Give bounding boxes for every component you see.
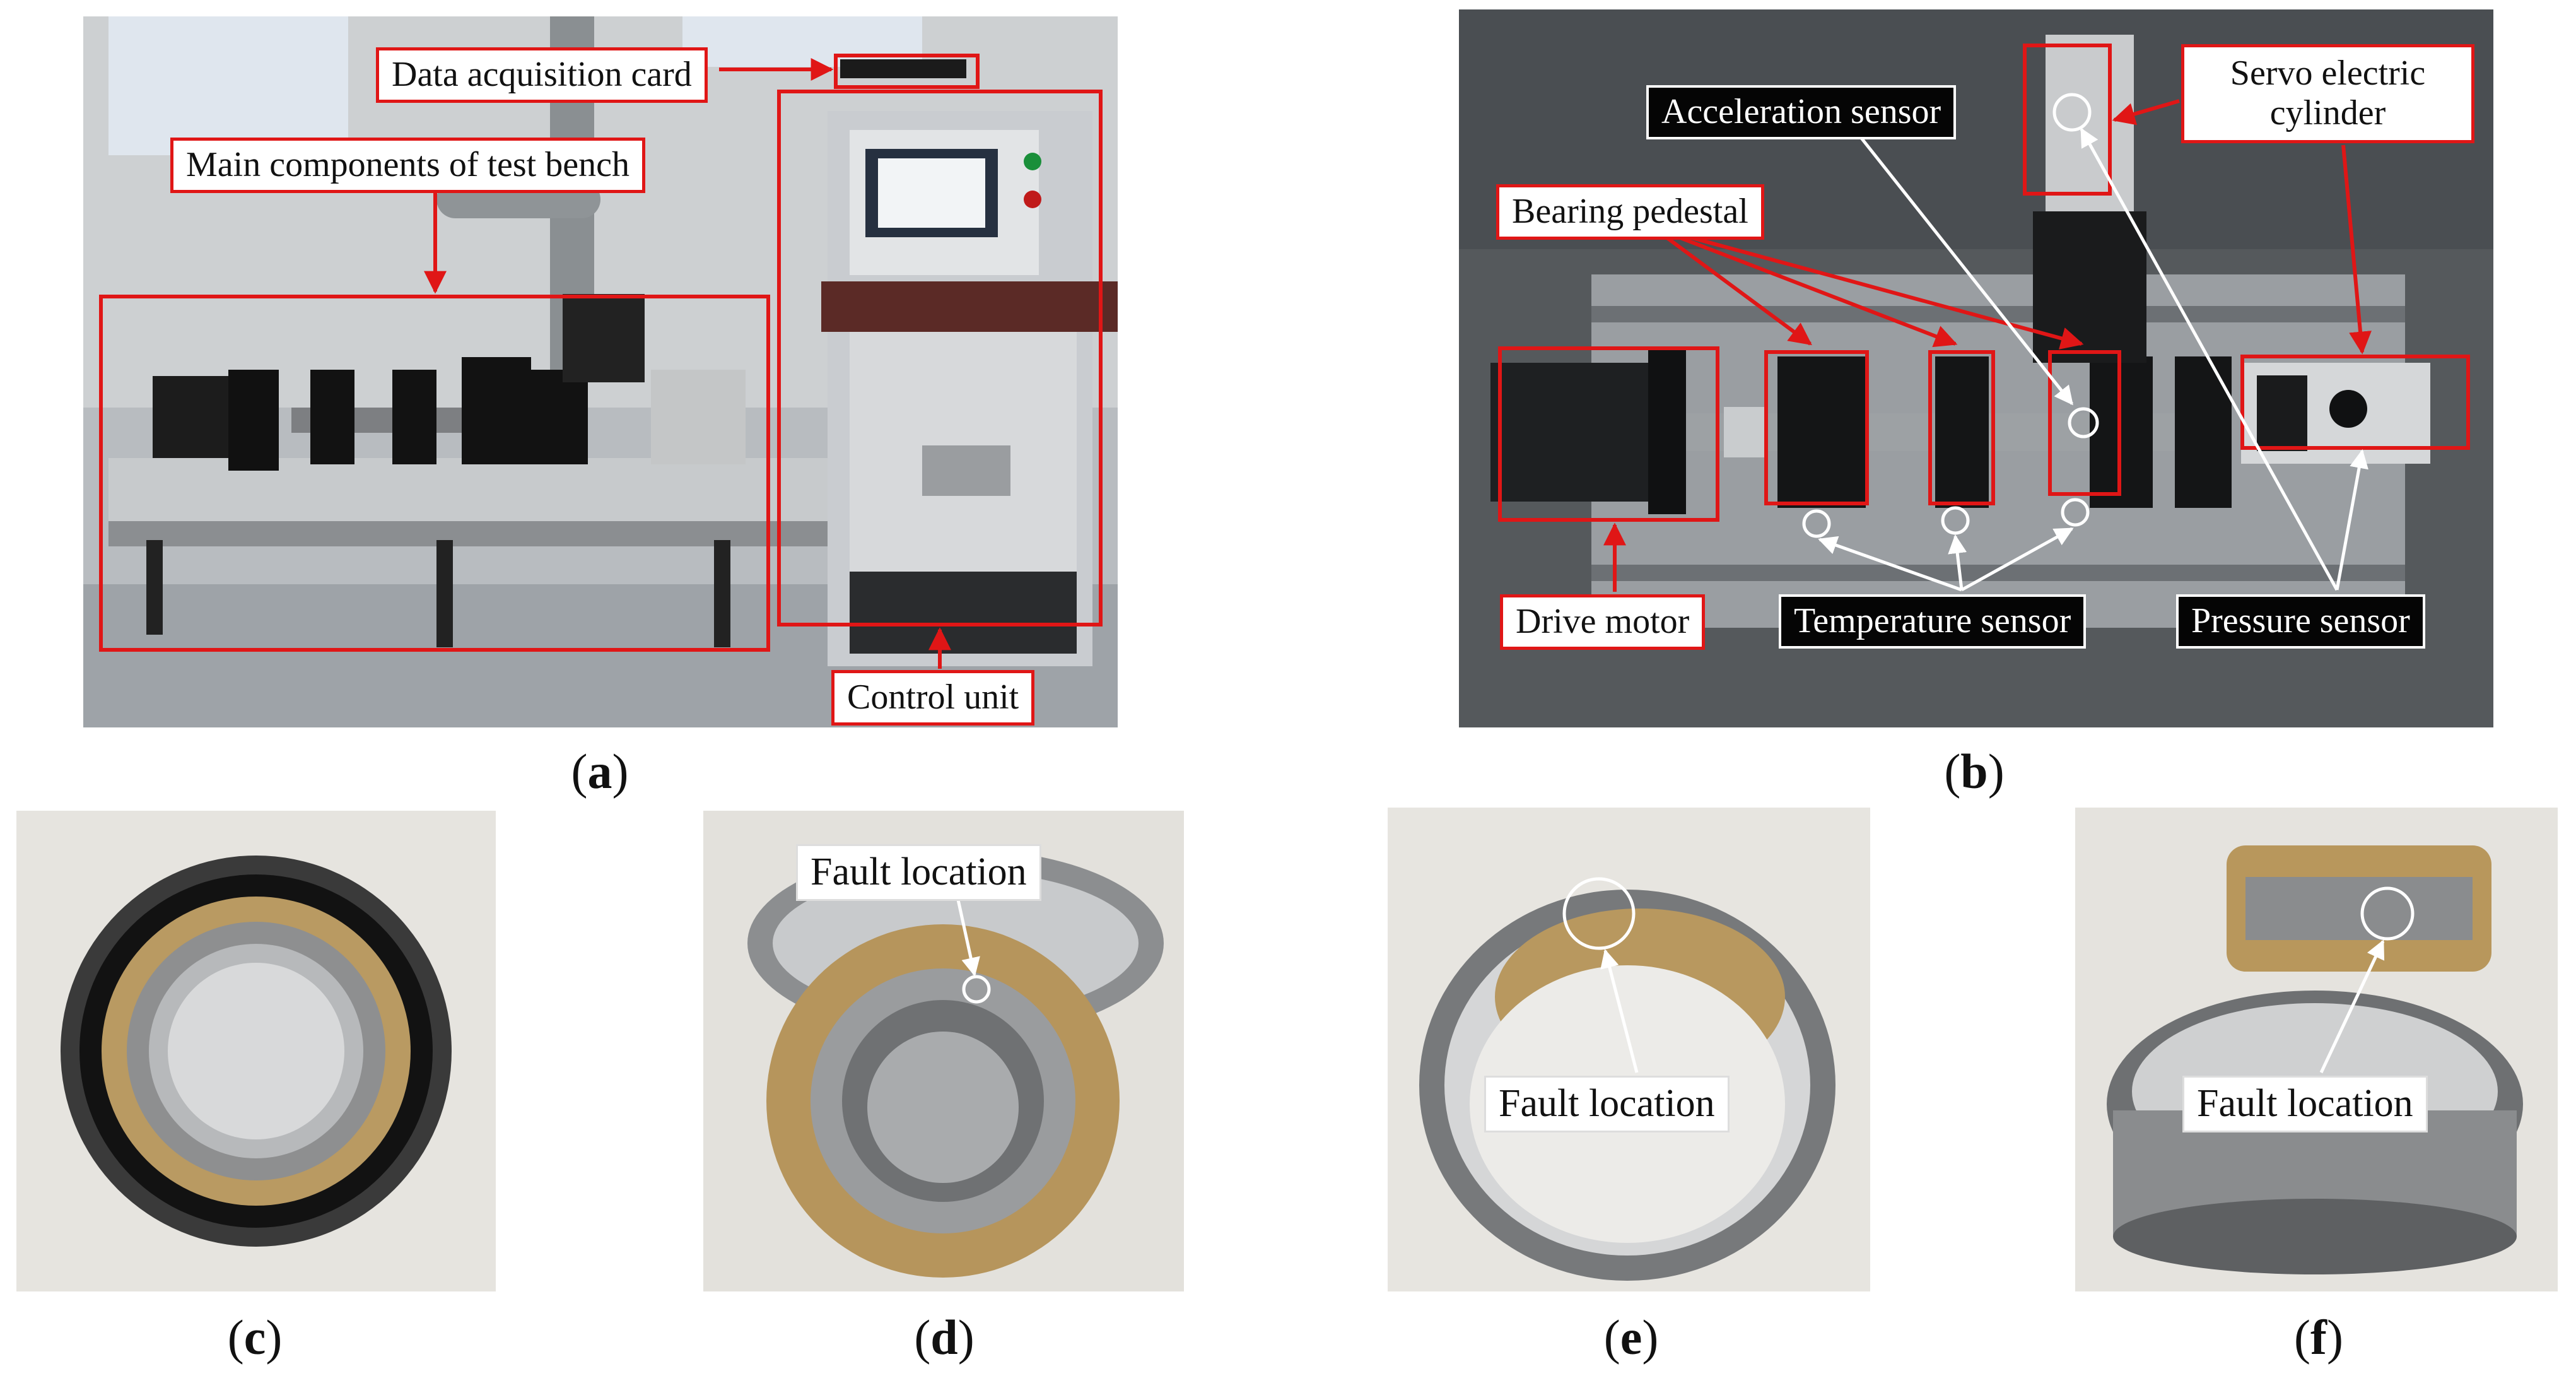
label-control-unit: Control unit: [831, 670, 1035, 726]
label-data-acquisition-card: Data acquisition card: [376, 47, 708, 103]
label-fault-location-f: Fault location: [2182, 1076, 2428, 1132]
caption-c: (c): [227, 1310, 283, 1365]
label-servo-electric-cylinder: Servo electric cylinder: [2181, 44, 2474, 144]
caption-e-letter: e: [1620, 1310, 1642, 1365]
label-bearing-pedestal: Bearing pedestal: [1496, 184, 1764, 240]
caption-b: (b): [1944, 744, 2005, 799]
bearing-e-illustration: [1388, 808, 1870, 1291]
label-temperature-sensor: Temperature sensor: [1779, 594, 2087, 649]
caption-a-letter: a: [587, 744, 612, 799]
photo-a-test-bench: [83, 16, 1118, 727]
caption-a: (a): [571, 744, 629, 799]
bearing-c-illustration: [16, 811, 496, 1291]
caption-d: (d): [914, 1310, 975, 1365]
caption-f-letter: f: [2310, 1310, 2327, 1365]
label-fault-location-e: Fault location: [1484, 1076, 1730, 1132]
caption-e: (e): [1603, 1310, 1659, 1365]
label-acceleration-sensor: Acceleration sensor: [1646, 85, 1957, 139]
caption-b-letter: b: [1960, 744, 1988, 799]
caption-f: (f): [2294, 1310, 2343, 1365]
bearing-f-illustration: [2075, 808, 2558, 1291]
label-fault-location-d: Fault location: [796, 844, 1041, 901]
label-main-components: Main components of test bench: [170, 138, 645, 193]
test-bench-illustration: [83, 16, 1118, 727]
photo-f-bearing: [2075, 808, 2558, 1291]
caption-c-letter: c: [243, 1310, 266, 1365]
photo-e-bearing: [1388, 808, 1870, 1291]
label-pressure-sensor: Pressure sensor: [2176, 594, 2425, 649]
caption-d-letter: d: [930, 1310, 958, 1365]
photo-c-bearing: [16, 811, 496, 1291]
label-drive-motor: Drive motor: [1500, 594, 1706, 650]
